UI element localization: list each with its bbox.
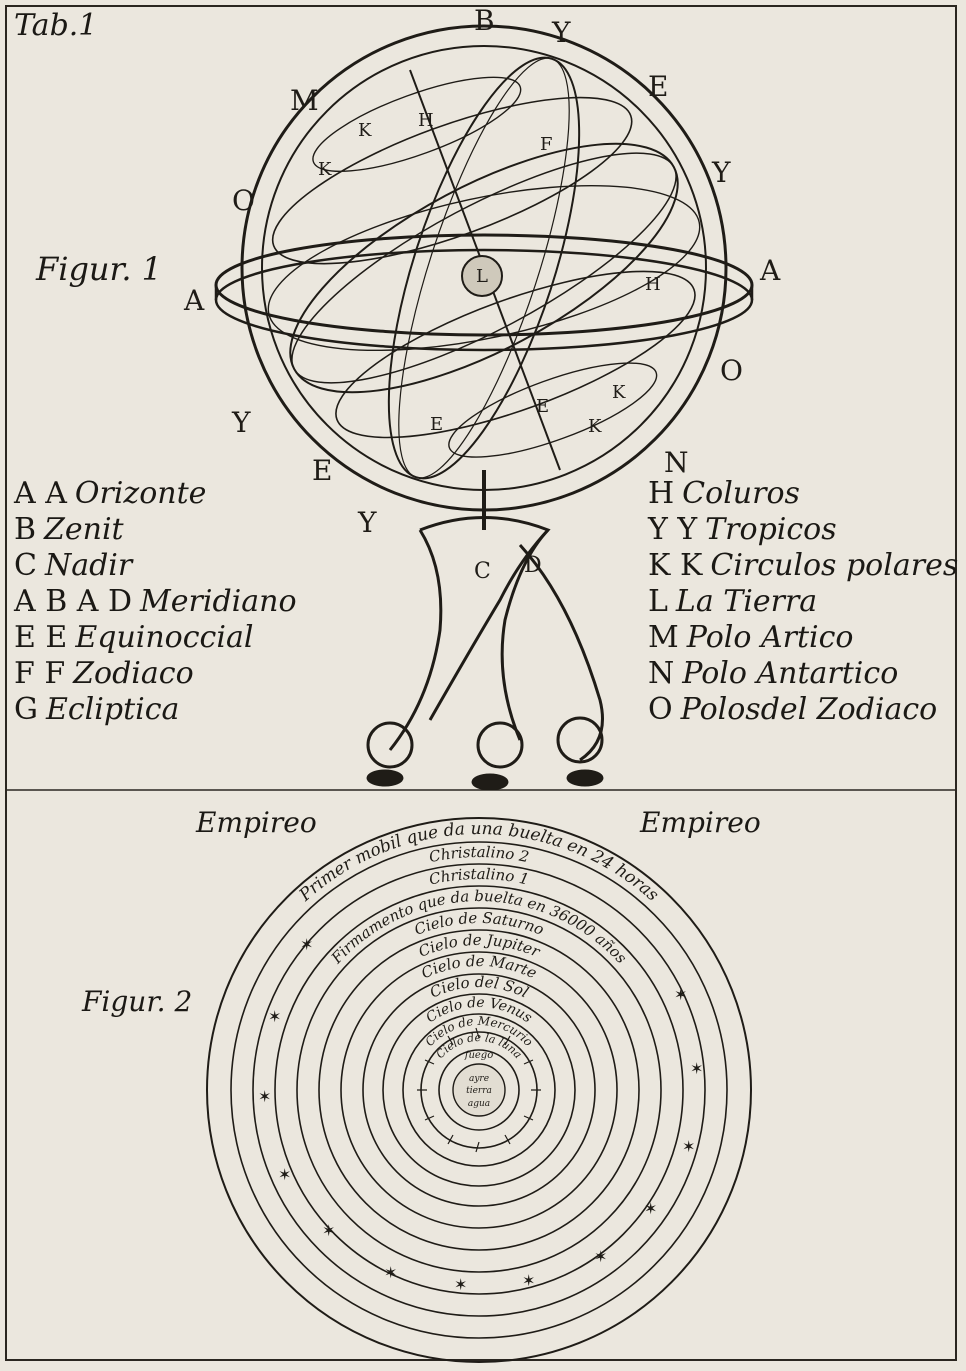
svg-text:✶: ✶	[278, 1165, 291, 1184]
ring-letter: Y	[357, 506, 377, 539]
sphere-label-christalino-2: Christalino 2	[428, 843, 531, 866]
ring-letter: A	[759, 254, 781, 287]
ring-letter: E	[648, 70, 668, 103]
sphere-letter: E	[430, 414, 443, 435]
firmament-stars: ✶ ✶ ✶ ✶ ✶ ✶ ✶ ✶ ✶ ✶ ✶ ✶ ✶	[258, 935, 703, 1294]
svg-text:✶: ✶	[674, 985, 687, 1004]
ring-letter: C	[474, 559, 491, 584]
svg-text:✶: ✶	[522, 1271, 535, 1290]
sphere-label-christalino-1: Christalino 1	[427, 865, 530, 889]
sphere-letter: L	[476, 266, 488, 287]
sphere-letter: H	[418, 110, 434, 131]
sphere-letter: K	[612, 382, 626, 403]
svg-text:✶: ✶	[454, 1275, 467, 1294]
tab-label: Tab.1	[14, 8, 98, 43]
svg-text:✶: ✶	[300, 935, 313, 954]
ring-letter: O	[232, 184, 255, 217]
empireo-label-right: Empireo	[640, 806, 761, 839]
element-label-ayre: ayre	[469, 1074, 489, 1084]
celestial-spheres-diagram: ✶✶✶ ✶✶✶ ✶✶✶ ✶✶✶ ✶ Primer mobil que da un…	[206, 817, 752, 1363]
figure2-label: Figur. 2	[82, 985, 193, 1018]
ring-letter: B	[474, 4, 495, 37]
svg-text:✶: ✶	[322, 1221, 335, 1240]
ring-letter: Y	[551, 16, 571, 49]
sphere-letter: K	[318, 159, 332, 180]
armillary-sphere-drawing: B Y E Y O M A A Y E Y O N C D K K H H L …	[183, 4, 781, 790]
sphere-letter: K	[588, 416, 602, 437]
svg-text:✶: ✶	[268, 1007, 281, 1026]
svg-text:✶: ✶	[690, 1059, 703, 1078]
sphere-letter: H	[645, 274, 661, 295]
ring-letter: N	[664, 446, 689, 479]
svg-text:✶: ✶	[682, 1137, 695, 1156]
ring-letter: Y	[711, 156, 731, 189]
ring-letter: O	[720, 354, 743, 387]
ring-letter: M	[290, 84, 319, 117]
element-label-tierra: tierra	[466, 1086, 492, 1096]
svg-text:✶: ✶	[384, 1263, 397, 1282]
svg-text:✶: ✶	[644, 1199, 657, 1218]
svg-text:✶: ✶	[594, 1247, 607, 1266]
empireo-label-left: Empireo	[196, 806, 317, 839]
element-label-agua: agua	[468, 1099, 490, 1109]
sphere-letter: K	[358, 120, 372, 141]
figure1-label: Figur. 1	[36, 250, 163, 288]
ring-letter: Y	[231, 406, 251, 439]
element-label-fuego: fuego	[464, 1050, 493, 1061]
sphere-letter: E	[536, 396, 549, 417]
fire-rays	[417, 1027, 541, 1153]
sphere-letter: F	[540, 134, 553, 155]
ring-letter: D	[524, 553, 542, 578]
ring-letter: E	[312, 454, 332, 487]
ring-letter: A	[183, 284, 205, 317]
svg-text:✶: ✶	[258, 1087, 271, 1106]
